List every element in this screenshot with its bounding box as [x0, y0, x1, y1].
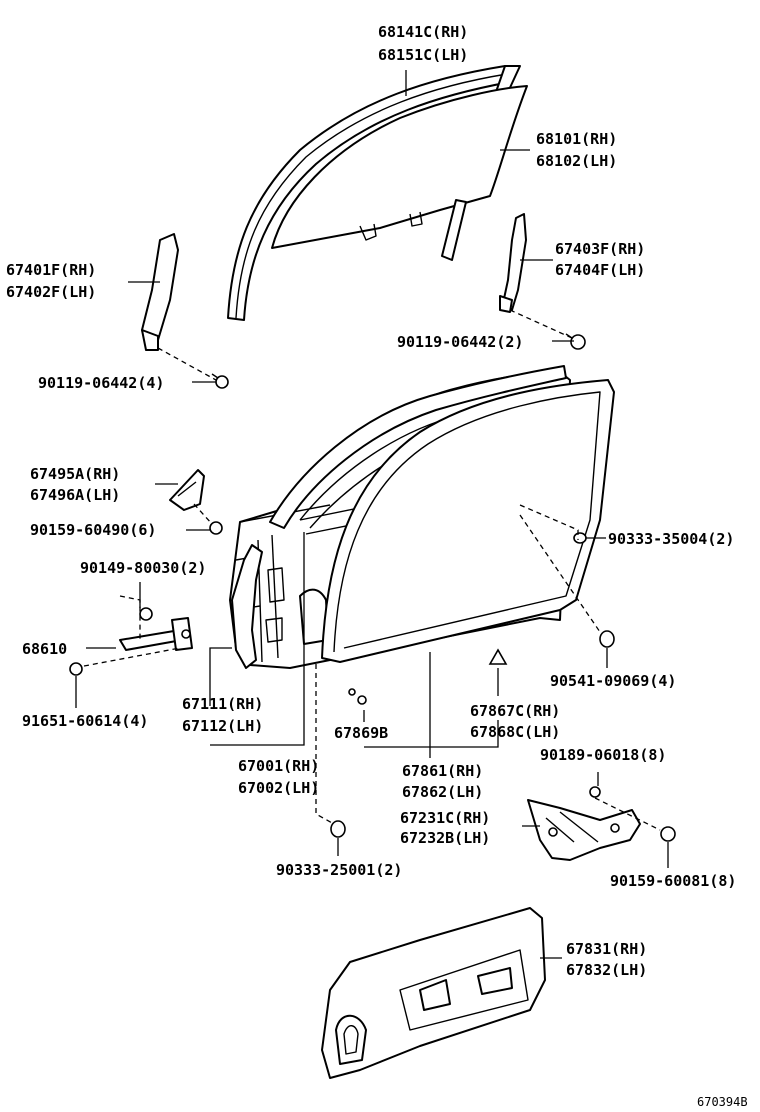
corner-cover [169, 469, 205, 511]
label-cushion: 90541-09069(4) [550, 672, 676, 690]
label-check-assy: 68610 [22, 640, 67, 658]
label-clip-a: 67869B [334, 724, 388, 742]
label-regulator-lh: 67232B(LH) [400, 829, 490, 847]
clip-a [348, 688, 367, 705]
label-glass-rh: 68101(RH) [536, 130, 617, 148]
label-weatherstrip-lh: 67862(LH) [402, 783, 483, 801]
label-seal-front-lh: 67112(LH) [182, 717, 263, 735]
label-cover-lh: 67496A(LH) [30, 486, 120, 504]
label-clip-b-rh: 67867C(RH) [470, 702, 560, 720]
leader-lines [75, 70, 669, 959]
label-plug-small: 90333-25001(2) [276, 861, 402, 879]
door-weatherstrip [321, 379, 615, 663]
label-nut: 90189-06018(8) [540, 746, 666, 764]
label-screw-regulator: 90159-60081(8) [610, 872, 736, 890]
plug-small [330, 820, 346, 838]
label-weatherstrip-rh: 67861(RH) [402, 762, 483, 780]
label-bolt-front: 90119-06442(4) [38, 374, 164, 392]
label-regulator-rh: 67231C(RH) [400, 809, 490, 827]
label-screw-cover: 90159-60490(6) [30, 521, 156, 539]
bolt-front-channel [211, 373, 229, 389]
label-trim-rh: 67831(RH) [566, 940, 647, 958]
window-regulator [527, 799, 641, 861]
cushion [599, 630, 615, 648]
glass-run [227, 65, 521, 321]
label-glass-run-rh: 68141C(RH) [378, 23, 468, 41]
label-channel-rear-rh: 67403F(RH) [555, 240, 645, 258]
label-door-panel-rh: 67001(RH) [238, 757, 319, 775]
part-labels: 68141C(RH) 68151C(LH) 68101(RH) 68102(LH… [6, 23, 748, 1109]
bolt-check [139, 607, 153, 621]
label-trim-lh: 67832(LH) [566, 961, 647, 979]
label-bolt-rear: 90119-06442(2) [397, 333, 523, 351]
diagram-id: 670394B [697, 1095, 748, 1109]
label-channel-front-lh: 67402F(LH) [6, 283, 96, 301]
label-bolt-check: 90149-80030(2) [80, 559, 206, 577]
label-channel-front-rh: 67401F(RH) [6, 261, 96, 279]
label-screw-check: 91651-60614(4) [22, 712, 148, 730]
screw-check [69, 662, 83, 676]
screw-cover [209, 521, 223, 535]
label-seal-front-rh: 67111(RH) [182, 695, 263, 713]
nut [589, 786, 601, 798]
center-channel [441, 199, 467, 261]
rear-lower-channel [499, 213, 527, 313]
door-glass [271, 85, 528, 249]
front-door-seal [231, 544, 263, 669]
label-door-panel-lh: 67002(LH) [238, 779, 319, 797]
clip-b [488, 648, 508, 665]
label-channel-rear-lh: 67404F(LH) [555, 261, 645, 279]
plug-large [573, 532, 587, 544]
label-clip-b-lh: 67868C(LH) [470, 723, 560, 741]
label-glass-run-lh: 68151C(LH) [378, 46, 468, 64]
front-lower-channel [141, 233, 179, 351]
screw-regulator [660, 826, 676, 842]
upper-sash-trim [269, 365, 567, 529]
label-cover-rh: 67495A(RH) [30, 465, 120, 483]
door-check [119, 617, 193, 651]
label-plug-large: 90333-35004(2) [608, 530, 734, 548]
door-trim-board [321, 907, 546, 1079]
label-glass-lh: 68102(LH) [536, 152, 617, 170]
